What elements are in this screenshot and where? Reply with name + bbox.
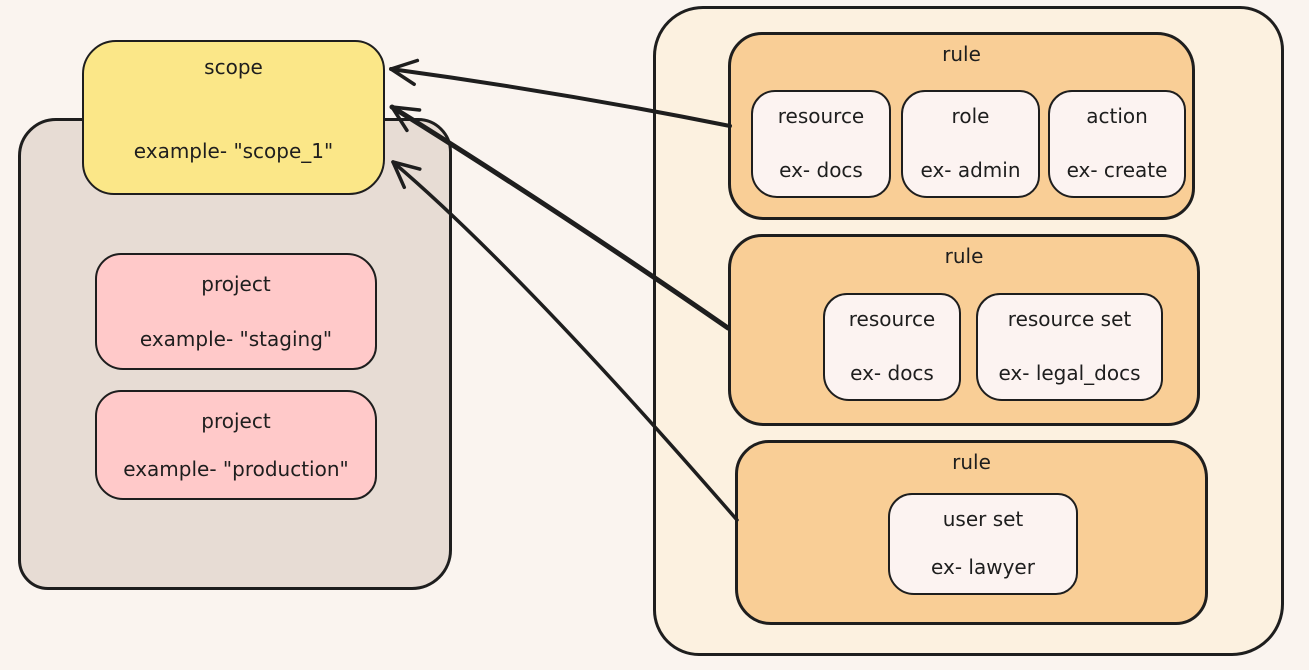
rule-title: rule	[944, 244, 984, 268]
item-example: ex- create	[1066, 158, 1168, 182]
item-title: resource	[777, 104, 865, 128]
rule-node-2: rule resource ex- docs resource set ex- …	[728, 234, 1200, 426]
resource-node: resource ex- docs	[751, 90, 891, 198]
user-set-node: user set ex- lawyer	[888, 493, 1078, 595]
item-title: resource	[848, 307, 936, 331]
rule-node-1: rule resource ex- docs role ex- admin ac…	[728, 32, 1195, 220]
project-example: example- "production"	[123, 457, 349, 481]
scope-title: scope	[204, 55, 263, 79]
action-node: action ex- create	[1048, 90, 1186, 198]
item-example: ex- docs	[850, 361, 934, 385]
role-node: role ex- admin	[901, 90, 1040, 198]
item-title: role	[951, 104, 990, 128]
resource-set-node: resource set ex- legal_docs	[976, 293, 1163, 401]
item-example: ex- lawyer	[931, 555, 1035, 579]
scope-example: example- "scope_1"	[133, 139, 334, 163]
rule-title: rule	[952, 450, 991, 474]
project-node-production: project example- "production"	[95, 390, 377, 500]
project-title: project	[201, 409, 271, 433]
rule-node-3: rule user set ex- lawyer	[735, 440, 1208, 625]
item-example: ex- admin	[920, 158, 1021, 182]
rule-title: rule	[942, 42, 981, 66]
resource-node: resource ex- docs	[823, 293, 961, 401]
item-title: user set	[942, 507, 1024, 531]
project-node-staging: project example- "staging"	[95, 253, 377, 370]
item-title: resource set	[1007, 307, 1132, 331]
item-title: action	[1086, 104, 1148, 128]
scope-node: scope example- "scope_1"	[82, 40, 385, 195]
item-example: ex- docs	[779, 158, 863, 182]
project-title: project	[201, 272, 271, 296]
item-example: ex- legal_docs	[998, 361, 1141, 385]
project-example: example- "staging"	[139, 327, 333, 351]
